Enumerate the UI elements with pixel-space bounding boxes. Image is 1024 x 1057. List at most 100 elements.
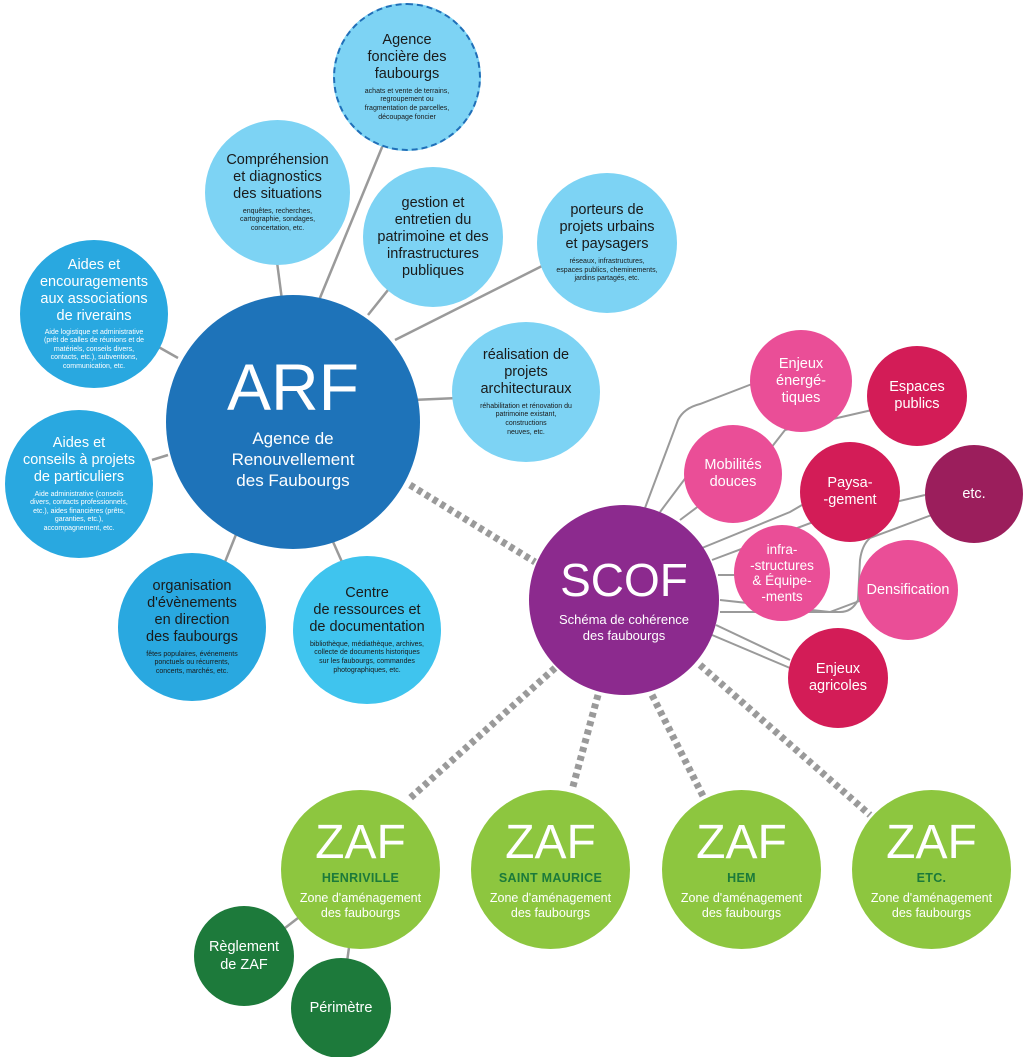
title-line: faubourgs [374, 65, 440, 82]
zaf-etc: ZAF ETC. Zone d'aménagement des faubourg… [852, 790, 1011, 949]
desc-line: fragmentation de parcelles, [364, 105, 450, 112]
label-line: Règlement [208, 939, 280, 955]
node-agence-fonciere: Agence foncière des faubourgs achats et … [333, 3, 481, 151]
desc-line: découpage foncier [378, 113, 436, 121]
desc-line: ponctuels ou récurrents, [154, 659, 230, 667]
desc-line: cartographie, sondages, [239, 216, 316, 224]
scof-subtitle: Schéma de cohérence des faubourgs [559, 612, 689, 644]
desc-line: Aide administrative (conseils [34, 490, 124, 498]
zaf-name: ETC. [916, 870, 947, 885]
title-line: et paysagers [565, 236, 649, 253]
node-title: réalisation de projets architecturaux [480, 347, 571, 398]
node-aides-associations: Aides et encouragements aux associations… [20, 240, 168, 388]
connector-scof-zaf-4 [697, 662, 873, 818]
desc-line: photographiques, etc. [333, 666, 401, 674]
node-description: Aide logistique et administrative (prêt … [44, 329, 144, 372]
title-line: et diagnostics [233, 168, 322, 185]
title-line: projets urbains [559, 219, 655, 236]
title-line: réalisation de [482, 346, 570, 363]
title-line: porteurs de [570, 202, 644, 219]
title-line: des situations [233, 185, 322, 202]
label-line: énergé- [776, 372, 826, 389]
node-comprehension: Compréhension et diagnostics des situati… [205, 120, 350, 265]
arf-hub: ARF Agence de Renouvellement des Faubour… [166, 295, 420, 549]
label-line: Enjeux [778, 355, 824, 372]
node-centre-ressources: Centre de ressources et de documentation… [293, 556, 441, 704]
desc-line: Aide logistique et administrative [44, 328, 144, 336]
node-title: Centre de ressources et de documentation [309, 585, 424, 636]
zaf-title: ZAF [315, 815, 406, 869]
zaf-subtitle: Zone d'aménagement des faubourgs [681, 891, 802, 921]
connector-zaf-reglement [284, 917, 299, 929]
connector-scof-enjeux-energ [644, 383, 753, 509]
node-title: Aides et conseils à projets de particuli… [23, 435, 135, 486]
connector-arf-comprehension [275, 261, 284, 301]
desc-line: fêtes populaires, événements [146, 650, 238, 658]
node-description: bibliothèque, médiathèque, archives, col… [310, 641, 424, 675]
title-line: aux associations [40, 290, 148, 307]
label-line: -gement [823, 492, 877, 508]
title-line: conseils à projets [22, 451, 136, 468]
title-line: Aides et [52, 434, 106, 451]
desc-line: achats et vente de terrains, [364, 87, 450, 95]
node-perimetre: Périmètre [291, 958, 391, 1057]
desc-line: réhabilitation et rénovation du [480, 402, 572, 410]
node-enjeux-energetiques: Enjeux énergé- tiques [750, 330, 852, 432]
zaf-name: HENRIVILLE [321, 870, 400, 885]
label-line: Densification [866, 581, 950, 598]
desc-line: neuves, etc. [507, 428, 545, 436]
arf-subtitle-line: Agence de [252, 428, 334, 448]
zaf-title: ZAF [696, 815, 787, 869]
connector-arf-realisation [411, 396, 459, 402]
desc-line: divers, contacts professionnels, [30, 499, 128, 507]
label-line: Périmètre [309, 1000, 373, 1016]
node-mobilites-douces: Mobilités douces [684, 425, 782, 523]
connector-scof-enjeux-agri-2 [711, 634, 791, 669]
zaf-subtitle-line: Zone d'aménagement [489, 890, 612, 905]
connector-scof-zaf-2 [568, 694, 602, 791]
zaf-title: ZAF [505, 815, 596, 869]
desc-line: réseaux, infrastructures, [569, 258, 645, 266]
connector-arf-scof [408, 482, 537, 565]
node-reglement-zaf: Règlement de ZAF [194, 906, 294, 1006]
label-line: Espaces [889, 379, 945, 395]
zaf-name: HEM [727, 870, 756, 885]
desc-line: contacts, etc.), subventions, [50, 354, 138, 362]
zaf-henriville: ZAF HENRIVILLE Zone d'aménagement des fa… [281, 790, 440, 949]
scof-title: SCOF [560, 554, 688, 606]
desc-line: bibliothèque, médiathèque, archives, [309, 640, 425, 648]
node-realisation: réalisation de projets architecturaux ré… [452, 322, 600, 462]
desc-line: etc.), aides financières (prêts, [33, 507, 125, 515]
label-line: Enjeux [815, 661, 861, 677]
title-line: Compréhension [226, 151, 329, 168]
scof-subtitle-line: Schéma de cohérence [558, 612, 690, 627]
node-title: Compréhension et diagnostics des situati… [226, 152, 328, 203]
node-title: gestion et entretien du patrimoine et de… [377, 195, 488, 280]
node-description: achats et vente de terrains, regroupemen… [365, 88, 449, 122]
desc-line: (prêt de salles de réunions et de [43, 337, 144, 345]
title-line: foncière des [367, 48, 447, 65]
title-line: Centre [345, 584, 389, 601]
desc-line: sur les faubourgs, commandes [319, 658, 415, 665]
title-line: de riverains [56, 307, 132, 324]
connector-arf-agence-fonciere [313, 139, 387, 311]
desc-line: communication, etc. [62, 362, 126, 370]
title-line: de documentation [309, 618, 425, 635]
title-line: de particuliers [33, 468, 125, 485]
label-line: agricoles [808, 678, 868, 694]
scof-hub: SCOF Schéma de cohérence des faubourgs [529, 505, 719, 695]
title-line: gestion et [401, 194, 465, 211]
label-line: tiques [781, 389, 821, 406]
node-gestion: gestion et entretien du patrimoine et de… [363, 167, 503, 307]
label-line: douces [709, 474, 757, 490]
desc-line: regroupement ou [380, 96, 434, 104]
zaf-subtitle: Zone d'aménagement des faubourgs [871, 891, 992, 921]
zaf-hem: ZAF HEM Zone d'aménagement des faubourgs [662, 790, 821, 949]
connector-scof-zaf-1 [405, 665, 558, 803]
title-line: publiques [401, 262, 465, 279]
desc-line: garanties, etc.), [54, 516, 104, 524]
title-line: en direction [154, 611, 230, 628]
desc-line: concerts, marchés, etc. [155, 667, 229, 675]
desc-line: concertation, etc. [250, 224, 305, 232]
zaf-title: ZAF [886, 815, 977, 869]
